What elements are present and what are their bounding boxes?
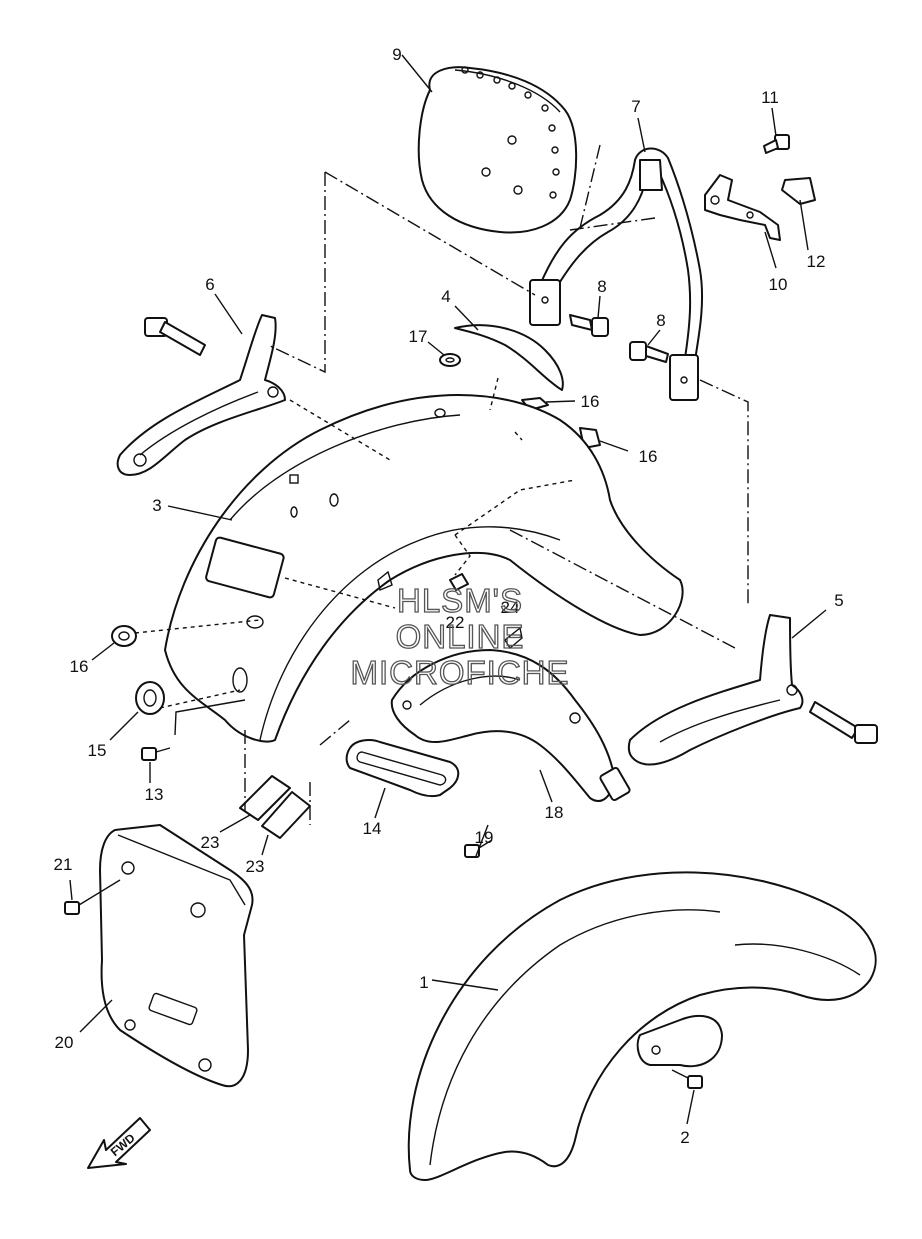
screw-13-part[interactable] — [141, 747, 171, 761]
callout-19: 19 — [475, 828, 494, 847]
watermark-line3: MICROFICHE — [351, 654, 570, 691]
callout-9: 9 — [392, 45, 401, 64]
callout-5: 5 — [834, 591, 843, 610]
callout-23a: 23 — [201, 833, 220, 852]
fwd-arrow-icon: FWD — [87, 1117, 151, 1169]
bolt-8b-part[interactable] — [629, 341, 669, 363]
screw-2-part[interactable] — [671, 1069, 703, 1089]
callout-7: 7 — [631, 97, 640, 116]
clip-24-part[interactable] — [504, 626, 523, 650]
fender-trim-part[interactable] — [454, 324, 564, 391]
callout-4: 4 — [441, 287, 450, 306]
callout-16b: 16 — [639, 447, 658, 466]
callout-22: 22 — [446, 613, 465, 632]
grommet-15-part[interactable] — [135, 681, 165, 715]
callout-8b: 8 — [656, 311, 665, 330]
callout-21: 21 — [54, 855, 73, 874]
callout-15: 15 — [88, 741, 107, 760]
callout-10: 10 — [769, 275, 788, 294]
callout-6: 6 — [205, 275, 214, 294]
watermark-line2: ONLINE — [396, 618, 525, 655]
callout-1: 1 — [419, 973, 428, 992]
watermark-line1: HLSM'S — [397, 582, 523, 619]
bolt-11-part[interactable] — [763, 134, 790, 154]
pad-12-part[interactable] — [781, 177, 816, 205]
callout-23b: 23 — [246, 857, 265, 876]
bolt-5-part[interactable] — [809, 701, 878, 744]
front-fender-part[interactable] — [407, 871, 877, 1181]
leader-lines — [69, 54, 827, 1125]
rear-fender-part[interactable] — [164, 394, 684, 743]
callout-3: 3 — [152, 496, 161, 515]
callout-16c: 16 — [70, 657, 89, 676]
reflector-part[interactable] — [345, 739, 460, 798]
callout-8a: 8 — [597, 277, 606, 296]
bolt-6-part[interactable] — [144, 317, 206, 356]
screw-21-part[interactable] — [64, 879, 121, 915]
screw-19-part[interactable] — [464, 839, 493, 858]
callout-18: 18 — [545, 803, 564, 822]
callout-17: 17 — [409, 327, 428, 346]
watermark: HLSM'S ONLINE MICROFICHE — [350, 581, 570, 691]
sissy-bar-part[interactable] — [529, 147, 704, 401]
callout-14: 14 — [363, 819, 382, 838]
callout-2: 2 — [680, 1128, 689, 1147]
inner-fender-part[interactable] — [390, 649, 631, 802]
backrest-pad-part[interactable] — [417, 66, 578, 234]
right-stay-part[interactable] — [627, 614, 804, 766]
callout-labels: 9 7 11 12 10 8 8 6 4 17 16 16 3 5 16 15 … — [54, 45, 844, 1147]
tape-23a-part[interactable] — [239, 775, 291, 821]
clip-22-part[interactable] — [449, 573, 469, 591]
callout-13: 13 — [145, 785, 164, 804]
callout-24: 24 — [501, 598, 520, 617]
side-cover-part[interactable] — [99, 824, 254, 1088]
bracket-part[interactable] — [704, 174, 781, 241]
callout-16a: 16 — [581, 392, 600, 411]
callout-20: 20 — [55, 1033, 74, 1052]
callout-11: 11 — [761, 88, 779, 107]
washer-17-part[interactable] — [439, 353, 461, 367]
left-stay-part[interactable] — [116, 314, 286, 476]
assembly-guide-lines — [134, 144, 749, 825]
callout-12: 12 — [807, 252, 826, 271]
grommet-16c-part[interactable] — [111, 625, 137, 647]
bolt-8a-part[interactable] — [569, 314, 609, 337]
